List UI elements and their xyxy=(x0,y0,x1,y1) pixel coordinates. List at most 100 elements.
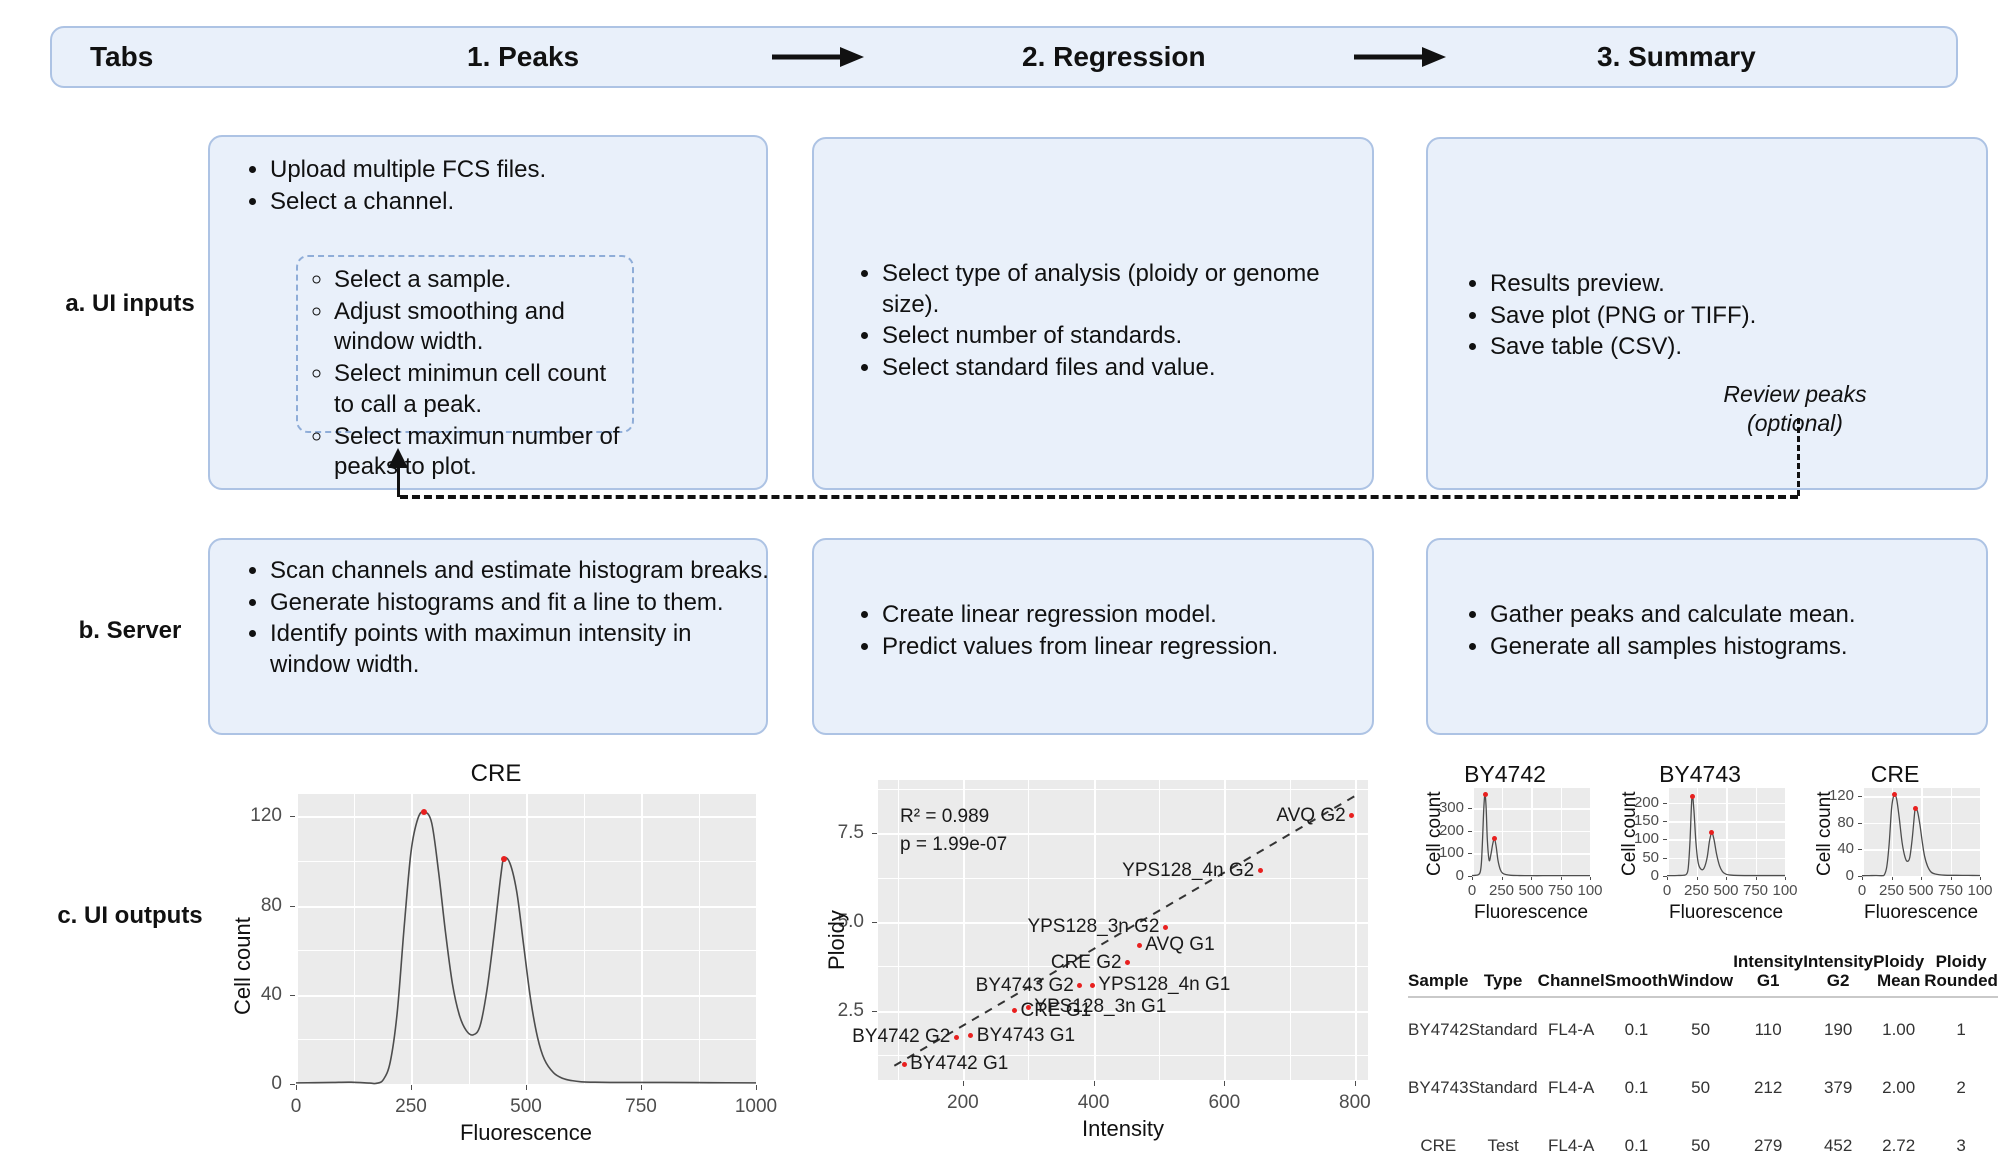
list-item: Generate histograms and fit a line to th… xyxy=(270,588,770,619)
mini-x-tick-label: 750 xyxy=(1742,882,1769,899)
mini-x-tick-label: 0 xyxy=(1662,882,1672,899)
peak-marker xyxy=(1892,792,1898,798)
server-summary-list: Gather peaks and calculate mean.Generate… xyxy=(1456,600,2000,663)
x-tick-label: 1000 xyxy=(734,1096,778,1117)
y-tick-mark xyxy=(872,833,877,835)
table-cell: 379 xyxy=(1823,1078,1853,1098)
y-tick-mark xyxy=(290,994,295,996)
x-tick-label: 0 xyxy=(290,1096,302,1117)
gridline-y xyxy=(878,833,1368,836)
mini-y-tick-mark xyxy=(1663,839,1667,841)
scatter-point-label: AVQ G2 xyxy=(1276,804,1346,826)
list-item: Select number of standards. xyxy=(882,321,1372,352)
mini-y-tick-mark xyxy=(1468,876,1472,877)
tab-summary[interactable]: 3. Summary xyxy=(1597,41,1756,72)
gridline-y-minor xyxy=(878,1055,1368,1057)
gridline-y-minor xyxy=(878,788,1368,790)
mini-x-tick-mark xyxy=(1472,877,1473,880)
gridline-y xyxy=(1667,876,1785,878)
mini-x-tick-label: 250 xyxy=(1488,882,1515,899)
scatter-point xyxy=(901,1061,907,1067)
scatter-point-label: BY4743 G2 xyxy=(975,974,1074,996)
feedback-loop-line xyxy=(400,495,1798,499)
table-cell: CRE xyxy=(1420,1136,1457,1156)
list-item: Scan channels and estimate histogram bre… xyxy=(270,556,770,587)
gridline-y xyxy=(878,1010,1368,1013)
mini-x-tick-label: 500 xyxy=(1518,882,1544,899)
peak-marker xyxy=(1491,836,1497,842)
mini-x-tick-label: 750 xyxy=(1547,882,1574,899)
gridline-y-minor xyxy=(296,1039,756,1041)
figure-canvas: Tabs 1. Peaks 2. Regression 3. Summary a… xyxy=(0,0,2008,1146)
mini-y-tick-label: 150 xyxy=(1633,812,1659,829)
mini-y-tick-mark xyxy=(1858,849,1862,851)
gridline-y-minor xyxy=(878,877,1368,879)
review-peaks-connector xyxy=(1797,418,1800,496)
table-cell: 190 xyxy=(1823,1020,1853,1040)
y-tick-label: 0 xyxy=(271,1073,282,1094)
server-regression-list: Create linear regression model.Predict v… xyxy=(848,600,1382,663)
mini-x-tick-mark xyxy=(1501,877,1503,880)
scatter-point-label: YPS128_4n G2 xyxy=(1122,859,1255,881)
scatter-point-label: CRE G2 xyxy=(1050,951,1122,973)
table-cell: Standard xyxy=(1468,1078,1538,1098)
peaks-sub-options-dashed-box: Select a sample.Adjust smoothing and win… xyxy=(296,255,634,480)
column-header: Sample xyxy=(1408,971,1469,991)
gridline-y-minor xyxy=(878,966,1368,968)
row-label-server: b. Server xyxy=(78,617,182,644)
table-cell: BY4743 xyxy=(1408,1078,1469,1098)
scatter-point xyxy=(1025,1004,1031,1010)
column-header: Smooth xyxy=(1604,971,1669,991)
mini-x-tick-label: 750 xyxy=(1937,882,1964,899)
peak-marker xyxy=(500,855,507,862)
peak-marker xyxy=(1709,830,1715,836)
server-peaks-list: Scan channels and estimate histogram bre… xyxy=(236,556,770,682)
gridline-x-minor xyxy=(353,794,355,1084)
gridline-x xyxy=(1472,788,1474,876)
mini-x-tick-label: 250 xyxy=(1683,882,1710,899)
table-cell: 2.00 xyxy=(1882,1078,1916,1098)
column-header: Type xyxy=(1483,971,1523,991)
gridline-x-minor xyxy=(698,794,700,1084)
gridline-x-minor xyxy=(583,794,585,1084)
gridline-x xyxy=(962,780,965,1080)
mini-y-tick-mark xyxy=(1468,830,1472,832)
scatter-point-label: BY4742 G2 xyxy=(852,1026,951,1048)
gridline-x xyxy=(1667,788,1669,876)
mini-y-axis-title: Cell count xyxy=(1619,791,1640,877)
x-tick-mark xyxy=(1354,1081,1356,1086)
gridline-x-minor xyxy=(468,794,470,1084)
tab-regression[interactable]: 2. Regression xyxy=(1022,41,1206,72)
gridline-y-minor xyxy=(296,860,756,862)
list-item: Gather peaks and calculate mean. xyxy=(1490,600,2000,631)
table-cell: 50 xyxy=(1691,1078,1711,1098)
scatter-point xyxy=(1125,960,1131,966)
list-item: Create linear regression model. xyxy=(882,600,1382,631)
mini-x-tick-mark xyxy=(1696,877,1698,880)
review-peaks-annotation: Review peaks(optional) xyxy=(1690,380,1900,438)
ui-inputs-summary-panel: Results preview.Save plot (PNG or TIFF).… xyxy=(1426,137,1988,490)
table-cell: 0.1 xyxy=(1624,1078,1649,1098)
scatter-point xyxy=(1349,813,1355,818)
mini-y-tick-label: 100 xyxy=(1633,830,1659,848)
tab-peaks[interactable]: 1. Peaks xyxy=(467,41,580,72)
cre-plot-panel xyxy=(296,794,758,1086)
mini-plot-curve xyxy=(1666,794,1785,877)
table-cell: 2.72 xyxy=(1882,1136,1916,1156)
mini-plot-curve xyxy=(1861,793,1981,877)
mini-y-tick-mark xyxy=(1663,857,1667,859)
ui-inputs-summary-list: Results preview.Save plot (PNG or TIFF).… xyxy=(1456,269,1980,364)
mini-y-tick-mark xyxy=(1858,876,1862,877)
mini-y-axis-title: Cell count xyxy=(1424,791,1445,877)
mini-x-tick-mark xyxy=(1531,877,1532,880)
mini-x-axis-title: Fluorescence xyxy=(1668,902,1784,923)
ui-inputs-peaks-sublist: Select a sample.Adjust smoothing and win… xyxy=(298,265,626,483)
list-item: Predict values from linear regression. xyxy=(882,632,1382,663)
table-cell: 50 xyxy=(1691,1136,1711,1156)
